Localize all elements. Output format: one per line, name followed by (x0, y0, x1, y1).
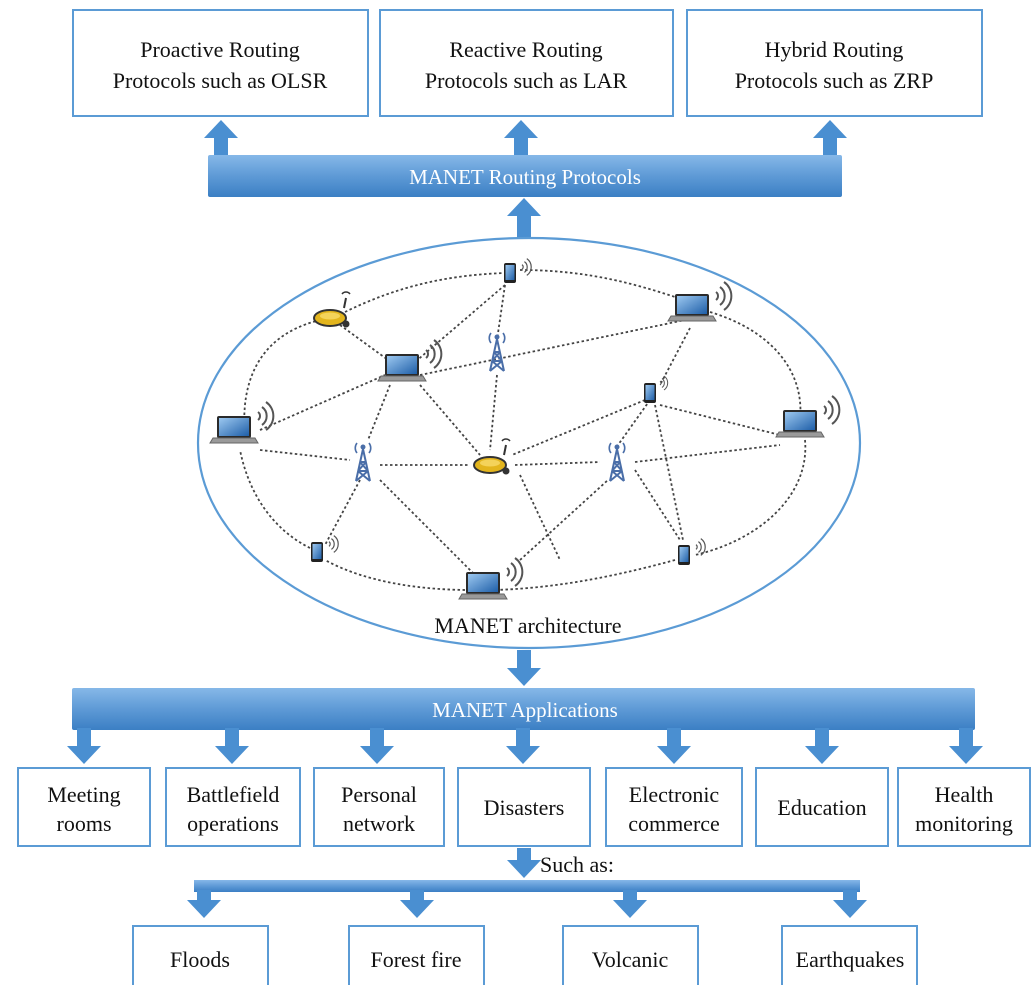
applications-bar-label: MANET Applications (432, 698, 618, 722)
architecture-to-routing-arrow (507, 198, 541, 238)
application-disasters-line1: Disasters (484, 795, 565, 820)
applications-down-arrows (67, 728, 983, 764)
application-personal-line1: Personal (341, 782, 417, 807)
application-personal-line2: network (343, 811, 415, 836)
disaster-box-floods (132, 925, 269, 985)
application-box-disasters (457, 767, 591, 847)
application-box-education (755, 767, 889, 847)
routing-protocol-boxes: Proactive Routing Protocols such as OLSR… (72, 9, 983, 117)
manet-architecture-ellipse (196, 236, 862, 650)
disaster-box-volcanic (562, 925, 699, 985)
proactive-routing-line2: Protocols such as OLSR (113, 68, 328, 93)
disaster-box-forest-fire (348, 925, 485, 985)
application-meeting-line1: Meeting (47, 782, 120, 807)
application-education-line1: Education (777, 795, 866, 820)
hybrid-routing-line1: Hybrid Routing (765, 37, 904, 62)
disasters-down-arrows (187, 890, 867, 918)
proactive-routing-line1: Proactive Routing (140, 37, 299, 62)
disasters-such-as-arrow (507, 848, 541, 878)
such-as-label: Such as: (540, 852, 614, 877)
disaster-earthquakes-label: Earthquakes (796, 947, 905, 972)
application-health-line2: monitoring (915, 811, 1013, 836)
application-box-personal-network (313, 767, 445, 847)
application-box-electronic-commerce (605, 767, 743, 847)
architecture-to-applications-arrow (507, 650, 541, 686)
application-box-health-monitoring (897, 767, 1031, 847)
disasters-bar (194, 880, 860, 892)
reactive-routing-line1: Reactive Routing (449, 37, 602, 62)
application-boxes: Meeting rooms Battlefield operations Per… (17, 767, 1031, 847)
routing-protocols-bar (208, 155, 842, 197)
routing-protocols-bar-label: MANET Routing Protocols (409, 165, 641, 189)
disaster-floods-label: Floods (170, 947, 230, 972)
applications-bar (72, 688, 975, 730)
reactive-routing-line2: Protocols such as LAR (425, 68, 628, 93)
application-box-meeting-rooms (17, 767, 151, 847)
application-meeting-line2: rooms (57, 811, 112, 836)
application-health-line1: Health (935, 782, 994, 807)
disaster-volcanic-label: Volcanic (592, 947, 669, 972)
proactive-routing-box (72, 9, 369, 117)
application-battlefield-line2: operations (187, 811, 279, 836)
hybrid-routing-box (686, 9, 983, 117)
disaster-forest-fire-label: Forest fire (370, 947, 461, 972)
application-electronic-line1: Electronic (629, 782, 720, 807)
architecture-label: MANET architecture (434, 613, 621, 638)
disaster-box-earthquakes (781, 925, 918, 985)
reactive-routing-box (379, 9, 674, 117)
application-box-battlefield (165, 767, 301, 847)
application-battlefield-line1: Battlefield (187, 782, 280, 807)
routing-up-arrows (204, 120, 847, 160)
hybrid-routing-line2: Protocols such as ZRP (735, 68, 934, 93)
disaster-boxes: Floods Forest fire Volcanic Earthquakes (132, 925, 918, 985)
application-electronic-line2: commerce (628, 811, 720, 836)
